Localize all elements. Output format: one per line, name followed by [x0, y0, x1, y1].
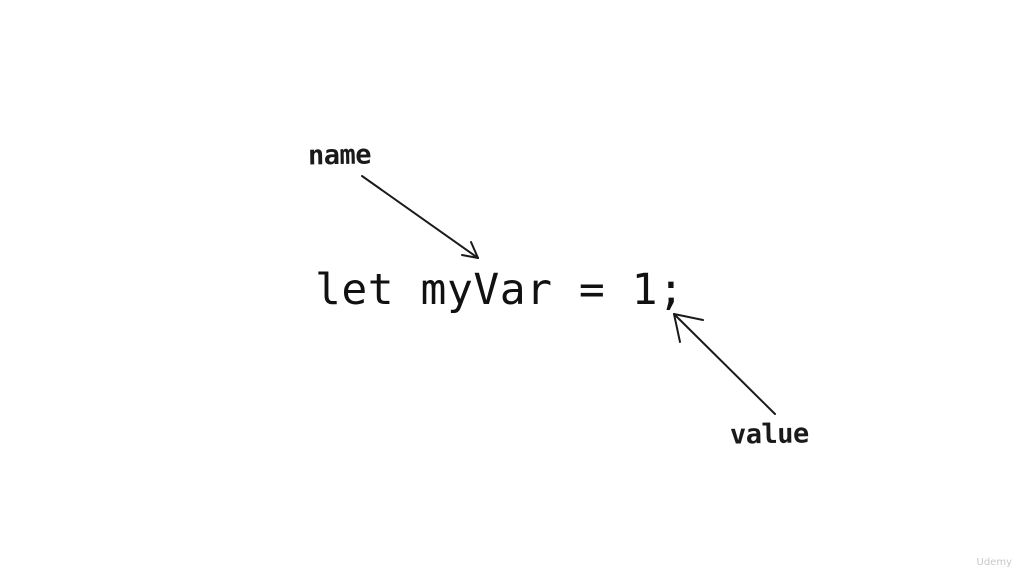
value-annotation: value [729, 418, 810, 451]
name-arrow [361, 175, 479, 259]
udemy-watermark: Udemy [976, 557, 1012, 568]
value-arrow [673, 313, 776, 415]
name-annotation: name [307, 139, 372, 172]
code-statement: let myVar = 1; [315, 265, 685, 315]
